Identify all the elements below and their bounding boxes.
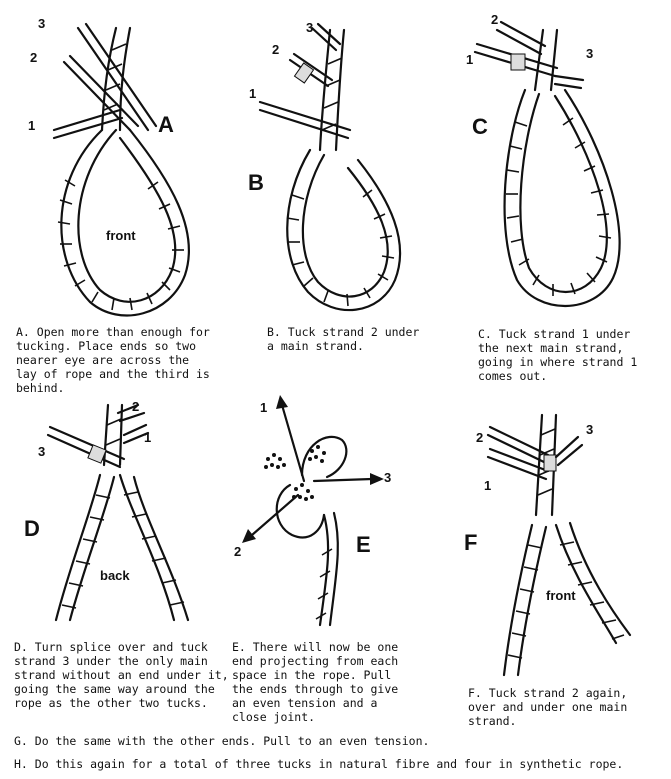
strand-1-label: 1: [260, 400, 268, 415]
strand-3-label: 3: [306, 20, 314, 35]
strand-2-label: 2: [30, 50, 38, 65]
panel-letter-a: A: [158, 112, 174, 137]
panel-letter-b: B: [248, 170, 264, 195]
panel-letter-e: E: [356, 532, 371, 557]
figure-c: [455, 10, 655, 320]
strand-1-label: 1: [249, 86, 257, 101]
strand-1-label: 1: [466, 52, 474, 67]
figure-b: [240, 10, 440, 320]
figure-d: [20, 395, 220, 625]
strand-1-label: 1: [28, 118, 36, 133]
figure-d-drawing: [46, 403, 190, 622]
caption-c: C. Tuck strand 1 under the next main str…: [478, 327, 638, 383]
figure-e-drawing: [242, 395, 384, 627]
panel-letter-f: F: [464, 530, 478, 555]
figure-c-drawing: [473, 20, 621, 308]
strand-2-label: 2: [272, 42, 280, 57]
figure-f: [460, 405, 660, 680]
caption-e: E. There will now be one end projecting …: [232, 640, 399, 724]
step-h-text: H. Do this again for a total of three tu…: [14, 757, 624, 771]
front-label-f: front: [546, 588, 576, 603]
figure-a: [20, 10, 220, 320]
caption-b: B. Tuck strand 2 under a main strand.: [267, 325, 420, 353]
strand-2-label: 2: [132, 399, 140, 414]
front-label-a: front: [106, 228, 136, 243]
step-g-text: G. Do the same with the other ends. Pull…: [14, 734, 430, 748]
figure-e: [232, 385, 432, 630]
strand-1-label: 1: [484, 478, 492, 493]
strand-2-label: 2: [476, 430, 484, 445]
strand-3-label: 3: [586, 46, 594, 61]
figure-f-drawing: [486, 413, 632, 677]
panel-letter-c: C: [472, 114, 488, 139]
figure-a-drawing: [52, 22, 190, 317]
back-label: back: [100, 568, 130, 583]
strand-2-label: 2: [234, 544, 242, 559]
caption-d: D. Turn splice over and tuck strand 3 un…: [14, 640, 229, 710]
strand-1-label: 1: [144, 430, 152, 445]
strand-2-label: 2: [491, 12, 499, 27]
strand-3-label: 3: [384, 470, 392, 485]
figure-b-drawing: [258, 22, 402, 312]
strand-3-label: 3: [586, 422, 594, 437]
caption-a: A. Open more than enough for tucking. Pl…: [16, 325, 210, 395]
strand-3-label: 3: [38, 444, 46, 459]
caption-f: F. Tuck strand 2 again, over and under o…: [468, 686, 628, 728]
panel-letter-d: D: [24, 516, 40, 541]
strand-3-label: 3: [38, 16, 46, 31]
